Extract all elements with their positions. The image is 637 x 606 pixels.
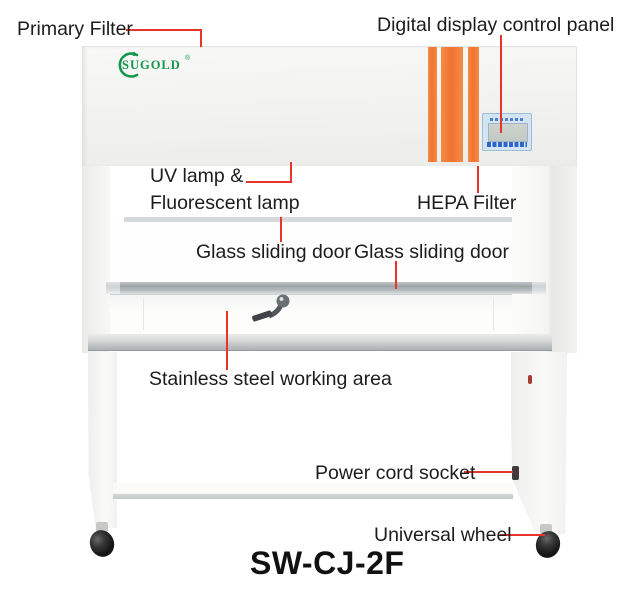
side-glass-edge-left — [143, 297, 144, 330]
brand-logo-arc — [118, 52, 139, 78]
left-caster-stem — [96, 522, 108, 532]
red-mark-on-leg — [528, 375, 532, 384]
callout-line-primary-filter-h — [126, 29, 202, 31]
control-panel-header-text — [490, 118, 524, 121]
control-panel-lcd-screen — [488, 123, 528, 142]
label-primary-filter: Primary Filter — [17, 18, 133, 40]
label-stainless-working-area: Stainless steel working area — [149, 368, 392, 390]
power-cord-socket — [512, 466, 519, 480]
label-glass-door-left: Glass sliding door — [196, 241, 351, 263]
lamp-panel-area — [110, 166, 512, 217]
label-power-cord-socket: Power cord socket — [315, 462, 476, 484]
label-universal-wheel: Universal wheel — [374, 524, 512, 546]
brand-registered-mark: ® — [185, 54, 191, 62]
label-hepa-filter: HEPA Filter — [417, 192, 517, 214]
callout-line-glass-door-left — [280, 217, 282, 242]
lower-crossbar — [113, 483, 513, 499]
gas-tap-highlight — [279, 297, 284, 301]
callout-line-uv-lamp-v — [290, 162, 292, 183]
callout-line-uv-lamp-h — [246, 181, 292, 183]
label-uv-fluorescent-lamp: UV lamp & Fluorescent lamp — [150, 163, 330, 217]
glass-door-top-track — [124, 217, 512, 222]
callout-line-hepa-filter — [477, 166, 479, 193]
side-glass-edge-right — [493, 297, 494, 330]
label-uv-lamp-line2: Fluorescent lamp — [150, 192, 300, 214]
rail-end-cap-right — [532, 282, 546, 294]
working-area-interior — [110, 294, 512, 334]
callout-line-universal-wheel — [500, 534, 545, 536]
hepa-stripe-main — [441, 47, 463, 162]
product-model-label: SW-CJ-2F — [250, 545, 405, 581]
callout-line-glass-door-right — [395, 261, 397, 289]
callout-line-stainless-area — [226, 311, 228, 370]
gas-tap-nozzle — [252, 310, 272, 322]
callout-line-power-socket — [464, 471, 513, 473]
right-leg — [511, 352, 567, 534]
brand-logo-superscript: c — [132, 51, 136, 58]
glass-sliding-door-panel — [110, 222, 512, 282]
hepa-stripe-thin-left — [428, 47, 437, 162]
label-uv-lamp-line1: UV lamp & — [150, 165, 244, 187]
hepa-stripe-thin-right — [468, 47, 479, 162]
control-panel-buttons — [487, 142, 527, 147]
brand-logo: SUGOLD c ® — [118, 51, 191, 78]
gas-tap-valve — [276, 294, 290, 308]
left-leg — [88, 352, 117, 528]
stainless-front-edge — [88, 334, 552, 351]
callout-line-primary-filter-v — [200, 29, 202, 47]
brand-logo-text: SUGOLD — [122, 58, 181, 72]
left-caster-wheel — [86, 526, 118, 561]
digital-control-panel — [482, 113, 532, 151]
right-side-column — [512, 166, 577, 353]
label-digital-display-panel: Digital display control panel — [377, 14, 615, 36]
gas-tap — [252, 294, 290, 322]
label-glass-door-right: Glass sliding door — [354, 241, 509, 263]
rail-end-cap-left — [106, 282, 120, 294]
glass-door-handle-rail — [106, 282, 546, 294]
right-caster-stem — [540, 524, 552, 534]
left-side-column — [82, 166, 110, 353]
callout-line-digital-panel — [500, 35, 502, 133]
